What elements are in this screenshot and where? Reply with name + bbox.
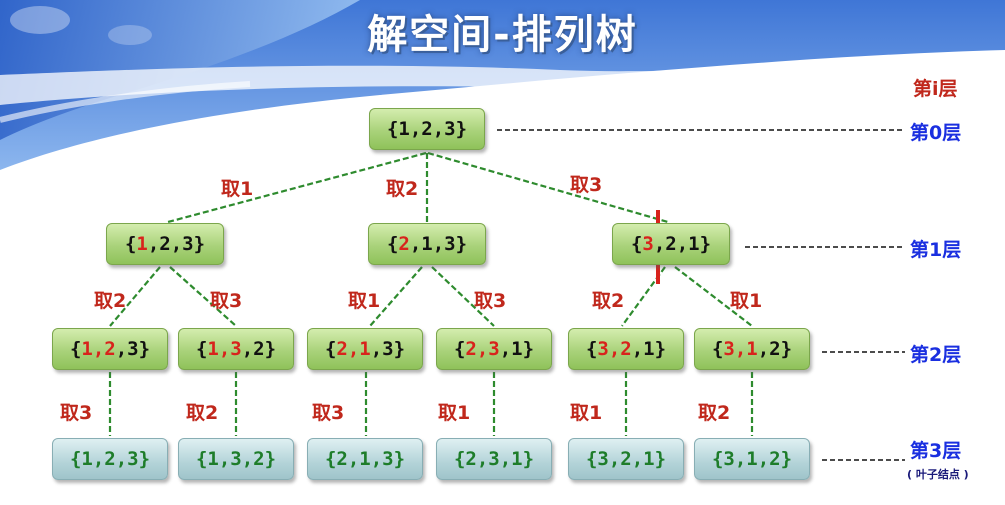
edge-label: 取1 xyxy=(730,290,763,312)
edge-l1a-l2b xyxy=(169,266,237,327)
node-label: {2,3,1} xyxy=(453,448,535,470)
leaf-node-note: ( 叶子结点 ) xyxy=(907,468,969,481)
tree-node-root: {1,2,3} xyxy=(369,108,485,150)
tree-node-l2: {2,1,3} xyxy=(307,328,423,370)
tree-node-l1: {2,1,3} xyxy=(368,223,486,265)
edge-l1c-l2f xyxy=(674,266,753,327)
edge-label: 取2 xyxy=(698,402,731,424)
level-label-0: 第0层 xyxy=(910,122,962,144)
node-highlight: 3 xyxy=(642,233,654,255)
tree-node-l2: {2,3,1} xyxy=(436,328,552,370)
level-label-1: 第1层 xyxy=(910,239,962,261)
tree-node-leaf: {1,2,3} xyxy=(52,438,168,480)
edge-label: 取1 xyxy=(348,290,381,312)
tree-node-l1: {3,2,1} xyxy=(612,223,730,265)
tree-node-l1: {1,2,3} xyxy=(106,223,224,265)
edge-label: 取2 xyxy=(186,402,219,424)
node-highlight: 2,3 xyxy=(465,338,500,360)
tree-node-l2: {1,3,2} xyxy=(178,328,294,370)
node-highlight: 3,1 xyxy=(723,338,758,360)
level-label-2: 第2层 xyxy=(910,344,962,366)
tree-node-l2: {3,2,1} xyxy=(568,328,684,370)
node-highlight: 1,2 xyxy=(81,338,116,360)
tree-node-leaf: {3,2,1} xyxy=(568,438,684,480)
edge-label: 取2 xyxy=(94,290,127,312)
tree-node-l2: {1,2,3} xyxy=(52,328,168,370)
node-label: {3,1,2} xyxy=(711,448,793,470)
edge-label: 取2 xyxy=(592,290,625,312)
tree-node-l2: {3,1,2} xyxy=(694,328,810,370)
edge-l1a-l2a xyxy=(109,266,161,327)
edge-label: 取1 xyxy=(221,178,254,200)
node-label: {1,2,3} xyxy=(69,448,151,470)
tree-node-leaf: {2,1,3} xyxy=(307,438,423,480)
tree-node-leaf: {3,1,2} xyxy=(694,438,810,480)
edge-label: 取3 xyxy=(312,402,345,424)
edge-l1b-l2c xyxy=(369,266,423,327)
node-label: {3,2,1} xyxy=(585,448,667,470)
tree-node-leaf: {1,3,2} xyxy=(178,438,294,480)
node-highlight: 1 xyxy=(136,233,148,255)
edge-label: 取3 xyxy=(474,290,507,312)
level-label-3: 第3层 xyxy=(910,440,962,462)
node-label: {2,1,3} xyxy=(324,448,406,470)
level-header: 第i层 xyxy=(913,78,958,100)
edge-label: 取3 xyxy=(570,174,603,196)
edge-label: 取3 xyxy=(60,402,93,424)
node-highlight: 3,2 xyxy=(597,338,632,360)
node-highlight: 1,3 xyxy=(207,338,242,360)
node-highlight: 2,1 xyxy=(336,338,371,360)
page-title: 解空间-排列树 xyxy=(367,12,638,58)
edge-root-l1c xyxy=(427,151,669,224)
edge-l1b-l2d xyxy=(431,266,495,327)
edge-label: 取1 xyxy=(438,402,471,424)
tree-node-leaf: {2,3,1} xyxy=(436,438,552,480)
node-label: {1,3,2} xyxy=(195,448,277,470)
edge-label: 取3 xyxy=(210,290,243,312)
edge-label: 取1 xyxy=(570,402,603,424)
edge-label: 取2 xyxy=(386,178,419,200)
node-highlight: 2 xyxy=(398,233,410,255)
node-label: {1,2,3} xyxy=(386,118,468,140)
